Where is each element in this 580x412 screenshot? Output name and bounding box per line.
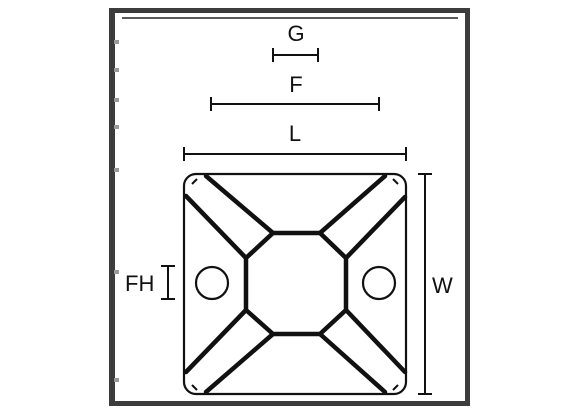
dimension-l-label: L [289, 121, 301, 146]
mount-body [182, 172, 408, 396]
dimension-f-label: F [289, 72, 302, 97]
dimension-fh-label: FH [125, 271, 154, 296]
dimension-g-label: G [287, 21, 304, 46]
background-window-edge [114, 40, 120, 382]
dimension-w: W [418, 173, 453, 395]
channel-corner-tips [191, 178, 399, 391]
dimension-fh: FH [125, 265, 175, 300]
dimension-f: F [210, 72, 380, 111]
tie-channels [183, 173, 408, 395]
center-octagon [243, 230, 349, 337]
dimension-l: L [183, 121, 407, 161]
dimension-w-label: W [432, 273, 453, 298]
dimension-g: G [272, 21, 319, 62]
left-mounting-hole [194, 265, 230, 301]
right-mounting-hole [361, 265, 397, 301]
